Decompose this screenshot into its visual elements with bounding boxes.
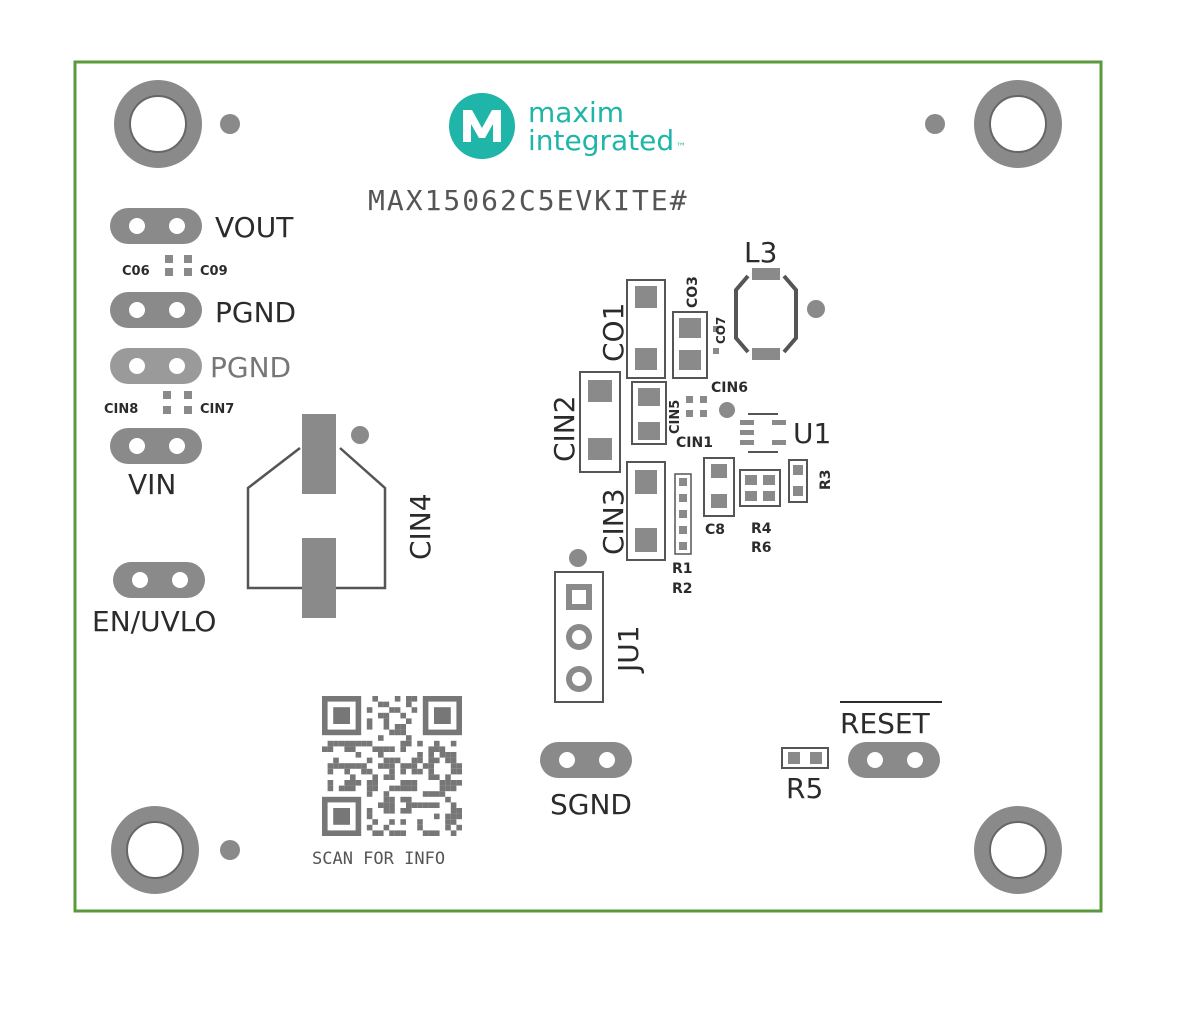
label-vin: VIN	[128, 468, 176, 501]
label-r4: R4	[751, 521, 772, 537]
label-cin1: CIN1	[676, 435, 713, 451]
label-pgnd-1: PGND	[215, 296, 296, 329]
capacitor-cin5	[631, 381, 667, 445]
cap-co6-co9	[165, 255, 192, 276]
label-co9: C09	[200, 264, 228, 279]
resistor-r3	[788, 459, 808, 503]
capacitor-cin2	[579, 371, 621, 473]
label-cin6: CIN6	[711, 380, 748, 396]
mounting-hole-bottom-right	[974, 806, 1062, 894]
label-r2: R2	[672, 581, 693, 597]
label-c8: C8	[705, 522, 725, 538]
label-cin5: CIN5	[668, 400, 683, 434]
capacitor-co1	[626, 279, 666, 379]
capacitor-co3	[672, 311, 708, 379]
label-l3: L3	[744, 236, 777, 269]
label-cin4: CIN4	[404, 493, 437, 560]
label-co3: CO3	[685, 276, 701, 308]
label-pgnd-2: PGND	[210, 351, 291, 384]
connector-vout[interactable]	[110, 208, 202, 244]
board-title: MAX15062C5EVKITE#	[368, 184, 689, 217]
label-r1: R1	[672, 561, 693, 577]
label-r3: R3	[818, 469, 834, 490]
label-cin2: CIN2	[548, 395, 581, 462]
label-r6: R6	[751, 540, 772, 556]
resistor-r5	[781, 747, 829, 769]
logo-text-integrated: integrated	[528, 124, 674, 157]
label-u1: U1	[793, 417, 831, 450]
label-reset: RESET	[840, 707, 931, 740]
mounting-hole-top-right	[925, 80, 1062, 168]
label-co7: CO7	[714, 317, 728, 344]
qr-caption: SCAN FOR INFO	[312, 849, 445, 869]
ic-u1	[740, 413, 786, 453]
connector-pgnd-2[interactable]	[110, 348, 202, 384]
resistor-r4-r6	[739, 469, 781, 507]
qr-code	[322, 696, 462, 836]
label-vout: VOUT	[215, 211, 294, 244]
connector-vin[interactable]	[110, 428, 202, 464]
label-sgnd: SGND	[550, 788, 632, 821]
capacitor-cin4	[246, 414, 387, 618]
label-cin7: CIN7	[200, 402, 234, 417]
maxim-logo: maxim integrated ™	[449, 93, 686, 159]
label-cin3: CIN3	[597, 488, 630, 555]
logo-trademark: ™	[676, 142, 686, 153]
jumper-ju1[interactable]	[554, 549, 604, 703]
label-r5: R5	[786, 772, 823, 805]
connector-reset[interactable]	[848, 742, 940, 778]
label-en-uvlo: EN/UVLO	[92, 605, 216, 638]
label-cin8: CIN8	[104, 402, 138, 417]
capacitor-cin3	[626, 461, 666, 561]
connector-sgnd[interactable]	[540, 742, 632, 778]
maxim-logo-icon	[449, 93, 515, 159]
resistor-r1-r2	[674, 473, 692, 555]
capacitor-c8	[703, 457, 735, 517]
connector-en-uvlo[interactable]	[113, 562, 205, 598]
inductor-l3	[734, 268, 825, 360]
label-co1: CO1	[597, 303, 630, 362]
label-ju1: JU1	[612, 625, 645, 674]
mounting-hole-bottom-left	[111, 806, 240, 894]
cap-cin8-cin7	[163, 391, 192, 414]
label-co6: C06	[122, 264, 150, 279]
mounting-hole-top-left	[114, 80, 240, 168]
logo-text-maxim: maxim	[528, 96, 624, 129]
connector-pgnd-1[interactable]	[110, 292, 202, 328]
